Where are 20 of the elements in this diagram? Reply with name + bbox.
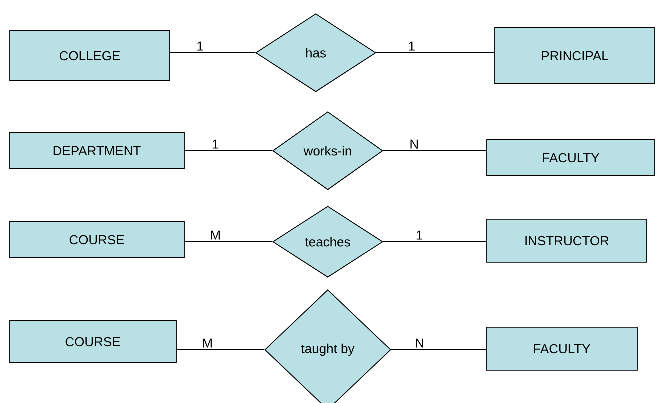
entity-box: INSTRUCTOR bbox=[486, 219, 648, 263]
entity-box: DEPARTMENT bbox=[9, 132, 185, 170]
cardinality-label: N bbox=[408, 138, 420, 150]
entity-box: PRINCIPAL bbox=[494, 28, 656, 84]
entity-box: COURSE bbox=[9, 320, 177, 364]
cardinality-label: 1 bbox=[196, 40, 205, 52]
cardinality-label: M bbox=[201, 338, 214, 349]
entity-box: COLLEGE bbox=[10, 30, 170, 82]
connector-line bbox=[184, 150, 273, 152]
entity-box: COURSE bbox=[9, 222, 185, 258]
entity-box: FACULTY bbox=[486, 140, 656, 176]
connector-line bbox=[170, 52, 256, 54]
connector-line bbox=[383, 150, 487, 152]
entity-box: FACULTY bbox=[486, 327, 638, 371]
cardinality-label: M bbox=[209, 230, 222, 241]
cardinality-label: 1 bbox=[211, 138, 220, 150]
cardinality-label: 1 bbox=[414, 230, 424, 241]
cardinality-label: 1 bbox=[407, 40, 416, 52]
cardinality-label: N bbox=[414, 338, 426, 349]
connector-line bbox=[376, 52, 495, 54]
